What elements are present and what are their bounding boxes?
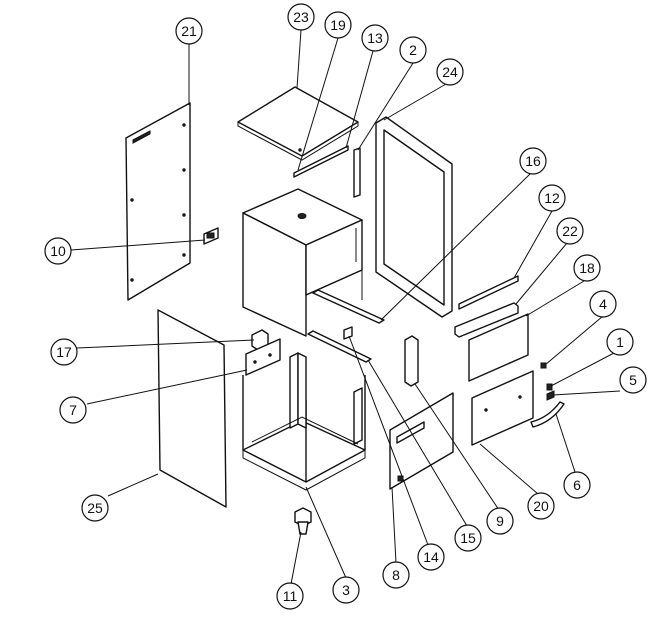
svg-text:19: 19 [330,17,346,33]
svg-text:18: 18 [579,260,595,276]
callout-7: 7 [59,396,87,424]
part-base-frame [242,352,366,491]
callout-1: 1 [606,328,634,356]
leader-lines [70,29,621,585]
callout-12: 12 [538,184,566,212]
callout-9: 9 [486,507,514,535]
part-bracket-9 [404,335,419,387]
part-plate-7 [245,338,281,376]
part-small-4 [540,362,547,369]
svg-text:13: 13 [367,30,383,46]
svg-text:17: 17 [56,344,72,360]
callout-20: 20 [527,492,555,520]
parts-layer [125,86,565,535]
part-bracket-10 [203,227,219,245]
part-rail-12 [458,275,519,310]
svg-text:12: 12 [544,190,560,206]
part-right-frame [375,116,453,318]
svg-text:23: 23 [293,9,309,25]
part-small-1 [546,383,553,391]
callout-16: 16 [519,147,547,175]
callouts: 21 23 19 13 2 24 16 12 22 18 4 1 5 6 20 … [44,3,647,610]
callout-3: 3 [332,576,360,604]
part-top-lid [237,86,359,161]
part-clip-15 [343,326,353,340]
svg-text:20: 20 [533,498,549,514]
callout-25: 25 [81,494,109,522]
callout-2: 2 [399,36,427,64]
part-rail-16 [312,289,385,324]
part-strip-2 [353,147,361,198]
callout-14: 14 [417,543,445,571]
svg-text:10: 10 [50,243,66,259]
callout-23: 23 [287,3,315,31]
svg-text:9: 9 [496,513,504,529]
callout-17: 17 [50,338,78,366]
svg-text:25: 25 [87,500,103,516]
part-bar-22 [454,302,519,338]
callout-24: 24 [436,58,464,86]
callout-10: 10 [44,237,72,265]
callout-19: 19 [324,11,352,39]
part-panel-18 [468,313,529,382]
part-small-5 [546,390,555,401]
callout-21: 21 [175,17,203,45]
svg-text:22: 22 [562,223,578,239]
part-foot-11 [294,507,312,535]
part-side-panel-25 [157,309,227,508]
part-cabinet-body [242,188,363,337]
callout-13: 13 [361,24,389,52]
part-back-panel [125,102,191,301]
svg-text:14: 14 [423,549,439,565]
callout-8: 8 [382,561,410,589]
callout-5: 5 [619,366,647,394]
svg-text:3: 3 [342,582,350,598]
svg-text:4: 4 [599,296,607,312]
callout-15: 15 [454,524,482,552]
svg-text:15: 15 [460,530,476,546]
svg-text:2: 2 [409,42,417,58]
part-rail-14 [307,330,372,363]
part-panel-20 [471,370,534,446]
svg-text:7: 7 [69,402,77,418]
callout-6: 6 [563,471,591,499]
svg-text:1: 1 [616,334,624,350]
callout-4: 4 [589,290,617,318]
callout-11: 11 [276,582,304,610]
part-handle-6 [530,401,565,428]
svg-text:8: 8 [392,567,400,583]
svg-text:21: 21 [181,23,197,39]
svg-text:5: 5 [629,372,637,388]
svg-text:11: 11 [283,588,298,604]
callout-22: 22 [556,217,584,245]
part-rail-13 [293,145,349,178]
svg-text:6: 6 [573,477,581,493]
callout-18: 18 [573,254,601,282]
svg-text:16: 16 [525,153,541,169]
svg-text:24: 24 [442,64,458,80]
part-front-panel-8 [389,392,454,490]
